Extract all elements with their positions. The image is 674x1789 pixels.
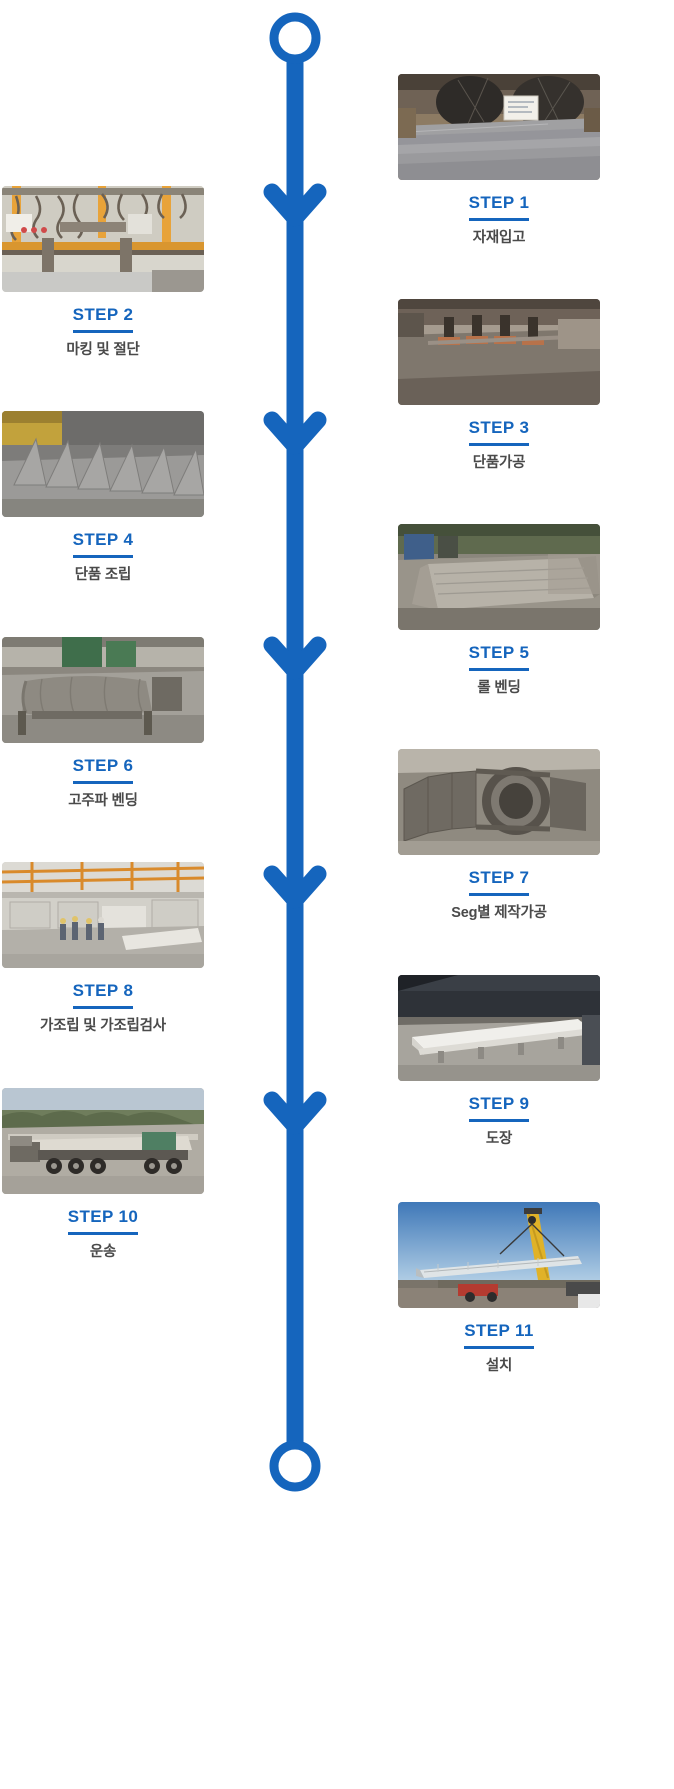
step-number-label: STEP 5 [468,643,530,671]
timeline-step-7[interactable]: STEP 7 Seg별 제작가공 [396,749,602,923]
timeline-step-6[interactable]: STEP 6 고주파 벤딩 [0,637,206,811]
caption-step-2: STEP 2 마킹 및 절단 [2,305,204,360]
step-number-label: STEP 8 [72,981,134,1009]
timeline-step-3[interactable]: STEP 3 단품가공 [396,299,602,473]
spine-start-circle [269,12,321,64]
photo-step-2-marking-cutting [2,186,204,292]
timeline-step-10[interactable]: STEP 10 운송 [0,1088,206,1262]
step-title-label: 설치 [485,1358,513,1374]
caption-step-1: STEP 1 자재입고 [398,193,600,248]
step-title-label: 마킹 및 절단 [66,342,140,358]
caption-step-3: STEP 3 단품가공 [398,418,600,473]
step-title-label: Seg별 제작가공 [451,905,547,921]
spine-chevron-1 [263,183,327,227]
caption-step-7: STEP 7 Seg별 제작가공 [398,868,600,923]
step-number-label: STEP 3 [468,418,530,446]
spine-chevron-2 [263,411,327,455]
spine-chevron-5 [263,1091,327,1135]
step-number-label: STEP 10 [67,1207,139,1235]
timeline-step-1[interactable]: STEP 1 자재입고 [396,74,602,248]
caption-step-9: STEP 9 도장 [398,1094,600,1149]
step-title-label: 고주파 벤딩 [68,793,138,809]
photo-step-7-segment-fabrication [398,749,600,855]
spine-end-circle [269,1440,321,1492]
caption-step-10: STEP 10 운송 [2,1207,204,1262]
spine-chevron-3 [263,636,327,680]
timeline-step-11[interactable]: STEP 11 설치 [396,1202,602,1376]
step-number-label: STEP 6 [72,756,134,784]
step-title-label: 가조립 및 가조립검사 [40,1018,166,1034]
caption-step-11: STEP 11 설치 [398,1321,600,1376]
timeline-step-2[interactable]: STEP 2 마킹 및 절단 [0,186,206,360]
step-number-label: STEP 2 [72,305,134,333]
timeline-step-4[interactable]: STEP 4 단품 조립 [0,411,206,585]
timeline-step-5[interactable]: STEP 5 롤 벤딩 [396,524,602,698]
step-title-label: 단품가공 [472,455,526,471]
caption-step-5: STEP 5 롤 벤딩 [398,643,600,698]
photo-step-6-induction-bending [2,637,204,743]
step-number-label: STEP 4 [72,530,134,558]
photo-step-5-roll-bending [398,524,600,630]
photo-step-3-part-machining [398,299,600,405]
step-title-label: 롤 벤딩 [477,680,521,696]
photo-step-9-painting [398,975,600,1081]
step-number-label: STEP 1 [468,193,530,221]
photo-step-8-trial-assembly-inspection [2,862,204,968]
photo-step-1-material-receiving [398,74,600,180]
caption-step-6: STEP 6 고주파 벤딩 [2,756,204,811]
step-number-label: STEP 11 [464,1321,534,1349]
step-number-label: STEP 7 [468,868,530,896]
caption-step-8: STEP 8 가조립 및 가조립검사 [2,981,204,1036]
step-title-label: 단품 조립 [74,567,132,583]
caption-step-4: STEP 4 단품 조립 [2,530,204,585]
step-number-label: STEP 9 [468,1094,530,1122]
step-title-label: 운송 [89,1244,117,1260]
timeline-step-9[interactable]: STEP 9 도장 [396,975,602,1149]
timeline-step-8[interactable]: STEP 8 가조립 및 가조립검사 [0,862,206,1036]
photo-step-4-part-assembly [2,411,204,517]
step-title-label: 도장 [485,1131,513,1147]
spine-chevron-4 [263,865,327,909]
step-title-label: 자재입고 [472,230,526,246]
photo-step-10-transport [2,1088,204,1194]
photo-step-11-installation [398,1202,600,1308]
